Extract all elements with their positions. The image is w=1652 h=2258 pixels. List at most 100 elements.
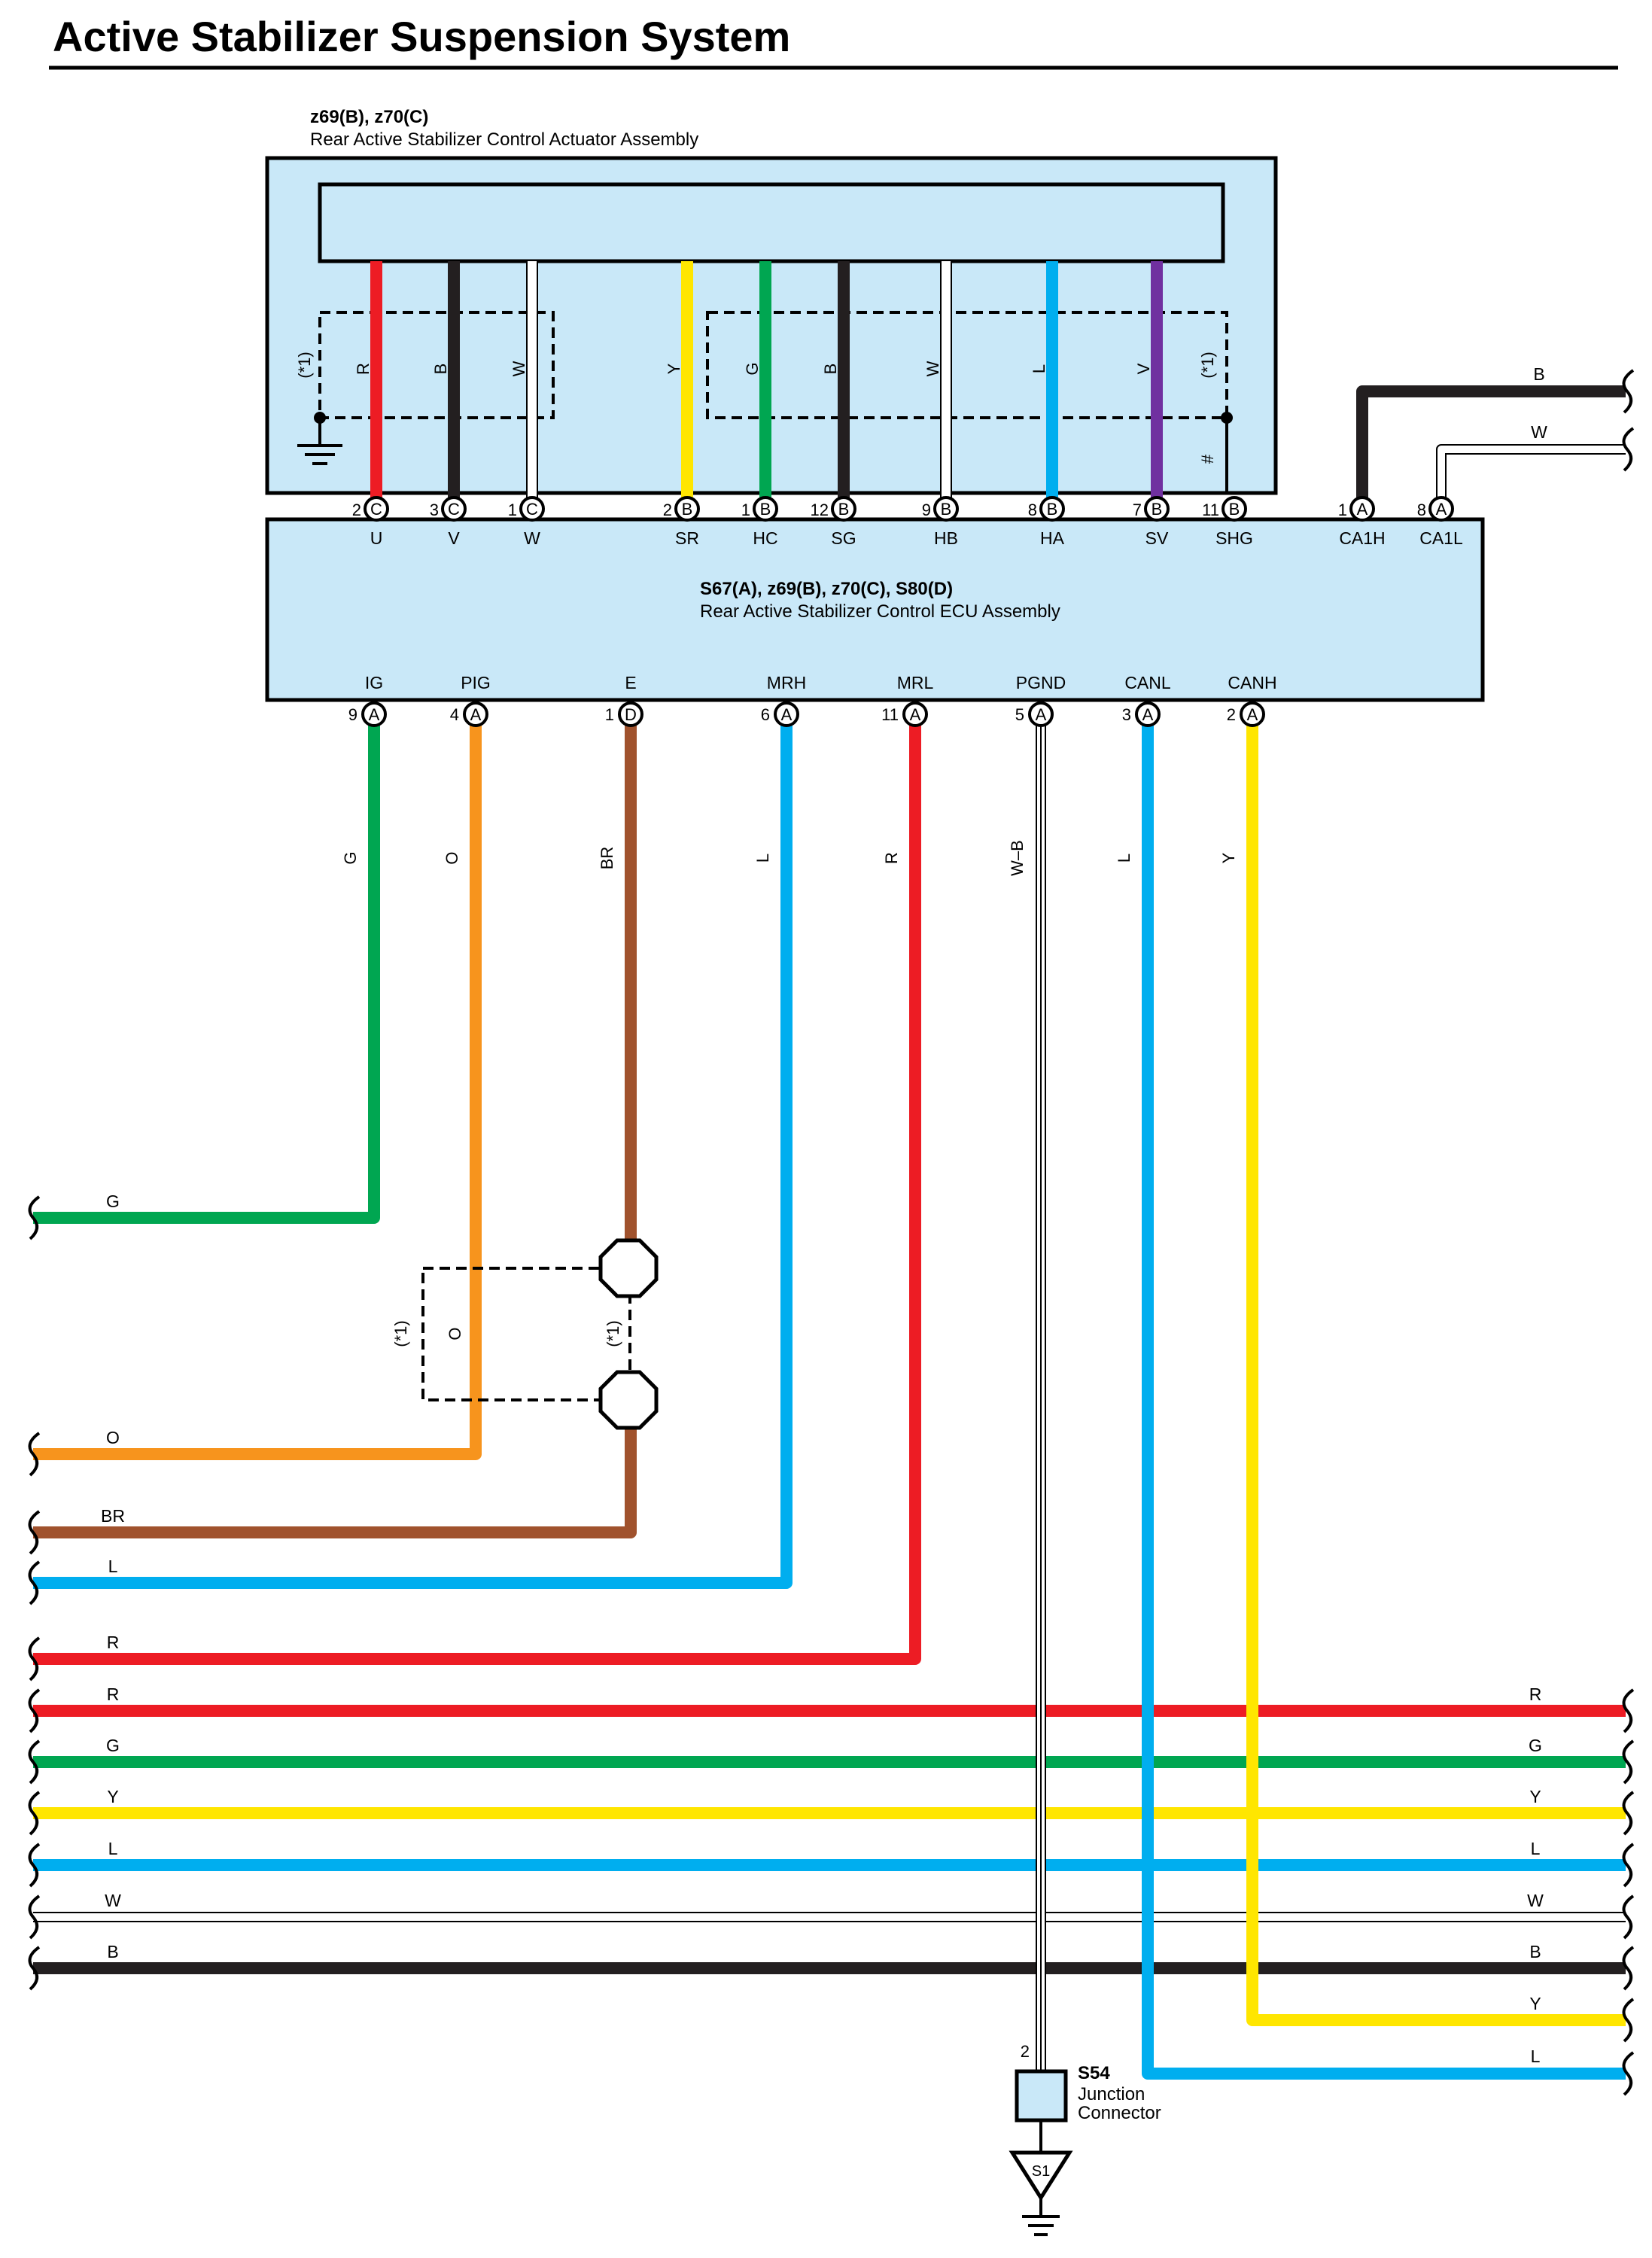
canh-wire (1246, 714, 1626, 2026)
top-pin-name-6: SG (831, 528, 856, 548)
wire-break-right (1622, 2051, 1635, 2096)
top-pin-number-12: 8 (1417, 501, 1426, 519)
bottom-pin-name-2: PIG (461, 673, 491, 692)
top-pin-8 (1039, 496, 1065, 522)
top-pin-4-letter: B (682, 500, 693, 519)
top-pin-12 (1428, 496, 1454, 522)
bottom-pin-name-6: PGND (1016, 673, 1066, 692)
bottom-wire-color-5: R (882, 852, 901, 864)
bottom-pin-7 (1135, 701, 1161, 727)
left-wire-label-2: O (106, 1428, 120, 1447)
bottom-pin-1-letter: A (369, 705, 380, 724)
wire-break-right (1622, 1998, 1635, 2043)
bottom-wire-color-1: G (341, 851, 360, 864)
top-pin-10 (1222, 496, 1247, 522)
option-dashed-box (421, 1267, 631, 1401)
wire-break-left (28, 1510, 41, 1555)
actuator-codes: z69(B), z70(C) (310, 107, 428, 127)
bottom-wire-color-2: O (443, 851, 461, 864)
bottom-pin-4 (774, 701, 799, 727)
top-pin-8-letter: B (1047, 500, 1058, 519)
top-pin-name-4: SR (675, 528, 699, 548)
bottom-pin-5-letter: A (910, 705, 921, 724)
wire-break-right (1622, 1688, 1635, 1733)
bottom-pin-number-6: 5 (1015, 705, 1024, 724)
wire-break-right (1622, 1843, 1635, 1888)
option-note-left: (*1) (391, 1320, 410, 1347)
top-pin-9 (1144, 496, 1170, 522)
junction-connector (1015, 2069, 1068, 2123)
wire-break-right (1622, 1739, 1635, 1785)
top-pin-4 (674, 496, 700, 522)
bus-left-label-4: L (108, 1839, 118, 1858)
bottom-pin-8-letter: A (1247, 705, 1258, 724)
bottom-pin-2 (463, 701, 488, 727)
wire-break-left (28, 1791, 41, 1836)
bottom-pin-number-8: 2 (1227, 705, 1236, 724)
bus-left-label-2: G (106, 1736, 120, 1755)
mrh-wire (33, 714, 793, 1589)
shield-left-dot (314, 412, 326, 424)
actuator-motor-block (318, 182, 1225, 263)
bottom-wire-color-6: W–B (1008, 840, 1027, 876)
bottom-pin-8 (1240, 701, 1265, 727)
top-pin-name-3: W (524, 528, 540, 548)
bottom-pin-number-7: 3 (1122, 705, 1131, 724)
top-pin-6-letter: B (838, 500, 850, 519)
wire-break-left (28, 1894, 41, 1940)
top-pin-9-letter: B (1152, 500, 1163, 519)
pig-wire (33, 714, 482, 1460)
page-title: Active Stabilizer Suspension System (53, 13, 790, 60)
top-pin-number-8: 8 (1028, 501, 1037, 519)
bottom-pin-number-4: 6 (761, 705, 770, 724)
bottom-pin-5 (902, 701, 928, 727)
shield-note-right: (*1) (1198, 351, 1217, 378)
bottom-pin-number-2: 4 (450, 705, 459, 724)
left-wire-label-5: R (107, 1633, 120, 1652)
ground-label: S1 (1032, 2163, 1050, 2180)
top-pin-12-letter: A (1436, 500, 1447, 519)
top-pin-name-11: CA1H (1339, 528, 1385, 548)
wire-break-left (28, 1688, 41, 1733)
bus-right-label-1: R (1529, 1684, 1542, 1704)
bottom-pin-name-3: E (625, 673, 636, 692)
bus-right-label-5: W (1527, 1891, 1544, 1910)
bottom-pin-3-letter: D (625, 705, 637, 724)
top-pin-number-3: 1 (508, 501, 517, 519)
bus-right-label-3: Y (1529, 1787, 1541, 1806)
wire-break-right (1622, 1946, 1635, 1991)
bottom-pin-name-7: CANL (1124, 673, 1171, 692)
wire-break-left (28, 1432, 41, 1477)
top-pin-2-letter: C (448, 500, 460, 519)
ground-point-icon (1009, 2150, 1073, 2236)
wire-break-left (28, 1739, 41, 1785)
bottom-pin-number-3: 1 (605, 705, 614, 724)
actuator-wire-color-6: B (821, 364, 840, 375)
can-bus-high-wire (1356, 385, 1626, 508)
bottom-wire-color-4: L (753, 854, 772, 863)
bus-left-label-6: B (107, 1942, 118, 1961)
left-wire-label-4: L (108, 1557, 118, 1576)
top-pin-5-letter: B (760, 500, 771, 519)
top-pin-number-6: 12 (811, 501, 829, 519)
bottom-pin-3 (618, 701, 643, 727)
top-pin-name-2: V (448, 528, 460, 548)
option-note-right: (*1) (604, 1320, 622, 1347)
junction-code: S54 (1078, 2063, 1110, 2083)
ecu-box (265, 517, 1485, 702)
bottom-pin-name-8: CANH (1228, 673, 1276, 692)
bottom-pin-1 (361, 701, 387, 727)
bottom-wire-color-8: Y (1219, 852, 1238, 863)
top-pin-number-7: 9 (922, 501, 931, 519)
top-pin-6 (831, 496, 856, 522)
top-pin-number-10: 11 (1202, 501, 1219, 519)
wire-break-right (1622, 369, 1635, 414)
bottom-pin-name-5: MRL (897, 673, 934, 692)
top-pin-number-9: 7 (1133, 501, 1142, 519)
right-wire-label-10: L (1531, 2047, 1541, 2066)
right-wire-label-9: Y (1529, 1994, 1541, 2013)
top-pin-name-1: U (370, 528, 383, 548)
bottom-wire-color-3: BR (598, 847, 616, 870)
wire-break-right (1622, 1791, 1635, 1836)
